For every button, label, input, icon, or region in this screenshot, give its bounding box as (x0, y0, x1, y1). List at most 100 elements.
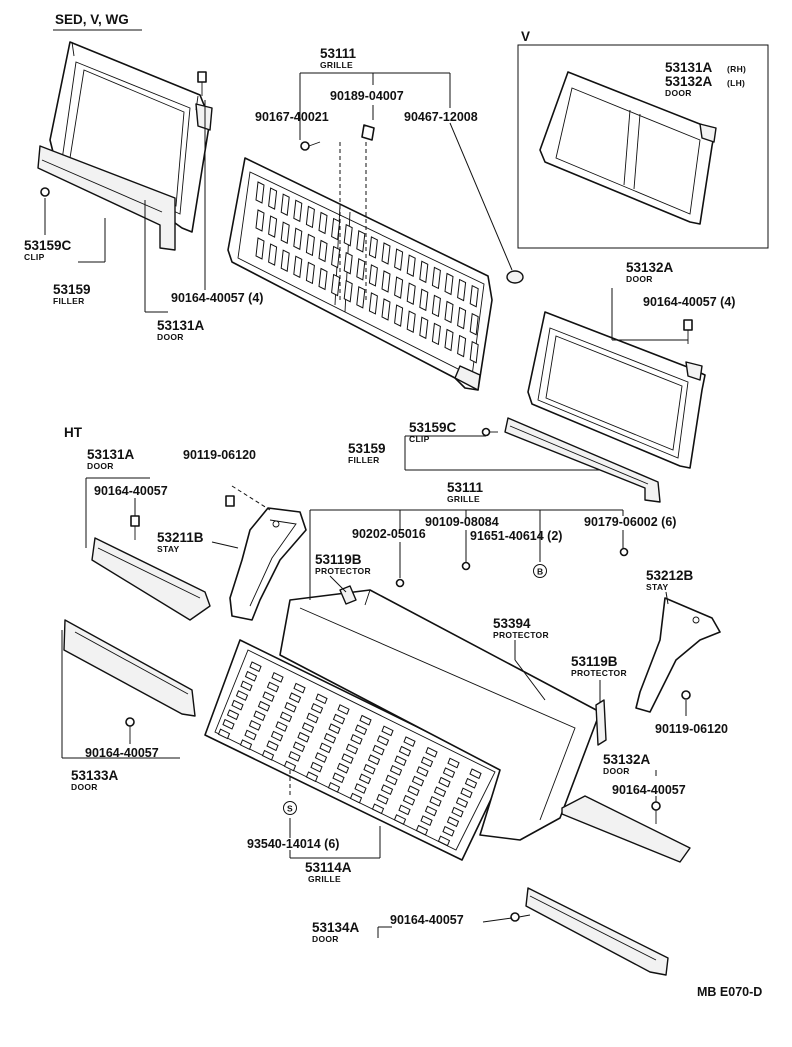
label-door-ht3: DOOR (603, 766, 630, 776)
grille-slot (280, 193, 290, 216)
circle-s-marker (283, 801, 297, 815)
label-grille-ht: GRILLE (447, 494, 480, 504)
label-53159-mid: 53159 (348, 441, 386, 456)
label-53159-top: 53159 (53, 282, 91, 297)
label-53211b: 53211B (157, 530, 204, 545)
grille-slot (368, 292, 378, 315)
grille-slot (431, 294, 441, 318)
grille-hole (402, 794, 416, 806)
grille-slot (444, 300, 454, 324)
grille-hole (442, 767, 456, 778)
protector-53394-drawing (279, 589, 601, 841)
label-circle-b: B (537, 567, 543, 577)
grille-slot (305, 205, 315, 229)
nut-90202 (395, 578, 405, 588)
grille-hole (217, 728, 231, 740)
grille-hole (393, 814, 407, 825)
label-door-b: DOOR (312, 934, 339, 944)
grille-slot (469, 340, 479, 364)
bolt-90119-b (681, 690, 691, 700)
grille-hole (239, 739, 253, 750)
label-door-v: DOOR (665, 88, 692, 98)
label-53119b-b: 53119B (571, 654, 618, 669)
grille-hole (288, 692, 302, 704)
grille-slot (318, 211, 328, 235)
label-90164-4-top: 90164-40057 (4) (171, 291, 263, 305)
grille-hole (437, 835, 451, 847)
grille-hole (469, 768, 482, 780)
grille-slot (255, 181, 265, 204)
grille-hole (301, 722, 315, 733)
grille-hole (385, 774, 398, 786)
grille-slot (343, 251, 353, 275)
grille-slot (356, 286, 366, 309)
label-90164-ht2: 90164-40057 (85, 746, 159, 760)
v-inset-box (517, 44, 769, 249)
grille-hole (314, 752, 328, 763)
grille-hole (332, 713, 346, 725)
grille-hole (451, 806, 464, 818)
grille-hole (253, 710, 266, 722)
grille-hole (442, 825, 455, 837)
label-filler-mid: FILLER (348, 455, 380, 465)
label-door-mid: DOOR (626, 274, 653, 284)
grille-hole (244, 729, 257, 741)
grille-hole (266, 740, 279, 752)
label-53111-top: 53111 (320, 46, 357, 61)
grille-slot (469, 284, 479, 308)
leader-lines (44, 72, 688, 938)
grille-hole (257, 700, 271, 712)
grille-hole (231, 699, 244, 711)
grille-hole (288, 751, 301, 762)
grille-hole (292, 741, 306, 753)
door-53133a-drawing (63, 619, 196, 717)
grille-hole (240, 680, 253, 692)
grille-hole (336, 762, 350, 774)
grille-slot (356, 258, 366, 281)
grille-slot (394, 304, 404, 327)
grille-slot (356, 230, 366, 253)
grille-hole (328, 723, 341, 735)
clip-90189 (361, 124, 375, 141)
label-90189: 90189-04007 (330, 89, 404, 103)
grille-slot (255, 237, 265, 260)
dashed-guide-3 (231, 485, 271, 511)
grille-hole (433, 786, 447, 798)
grille-slot (419, 316, 429, 340)
filler-53159-drawing (37, 145, 176, 251)
grille-hole (407, 785, 420, 797)
label-53394: 53394 (493, 616, 531, 631)
grille-hole (455, 797, 469, 808)
grille-hole (266, 681, 280, 693)
door-53134a-drawing (525, 887, 669, 976)
grille-hole (306, 712, 319, 724)
grille-hole (415, 824, 429, 836)
grille-hole (244, 670, 258, 682)
label-53131a-top: 53131A (157, 318, 205, 333)
grille-slot (343, 223, 353, 247)
grille-hole (283, 760, 297, 772)
grille-53111-slots (255, 181, 479, 364)
label-90119-b: 90119-06120 (655, 722, 728, 736)
label-90164-ht1: 90164-40057 (94, 484, 168, 498)
label-clip-mid: CLIP (409, 434, 430, 444)
grille-slot (318, 267, 328, 291)
grille-hole (358, 773, 372, 785)
grille-slot (268, 215, 278, 238)
grille-slot (469, 312, 479, 336)
label-53131a-v: 53131A (665, 60, 713, 75)
grille-hole (270, 730, 284, 742)
grille-hole (275, 721, 288, 732)
grille-hole (371, 803, 385, 815)
grille-hole (429, 796, 442, 807)
section-header-ht: HT (64, 425, 83, 440)
grille-hole (235, 690, 249, 701)
grille-slot (331, 273, 341, 297)
section-header-sed-v-wg: SED, V, WG (55, 12, 129, 27)
bolt-ht-3 (651, 801, 661, 824)
grille-slot (280, 221, 290, 244)
grille-hole (376, 793, 389, 805)
grille-hole (398, 804, 411, 816)
grille-hole (310, 761, 323, 773)
grille-slot (331, 245, 341, 269)
